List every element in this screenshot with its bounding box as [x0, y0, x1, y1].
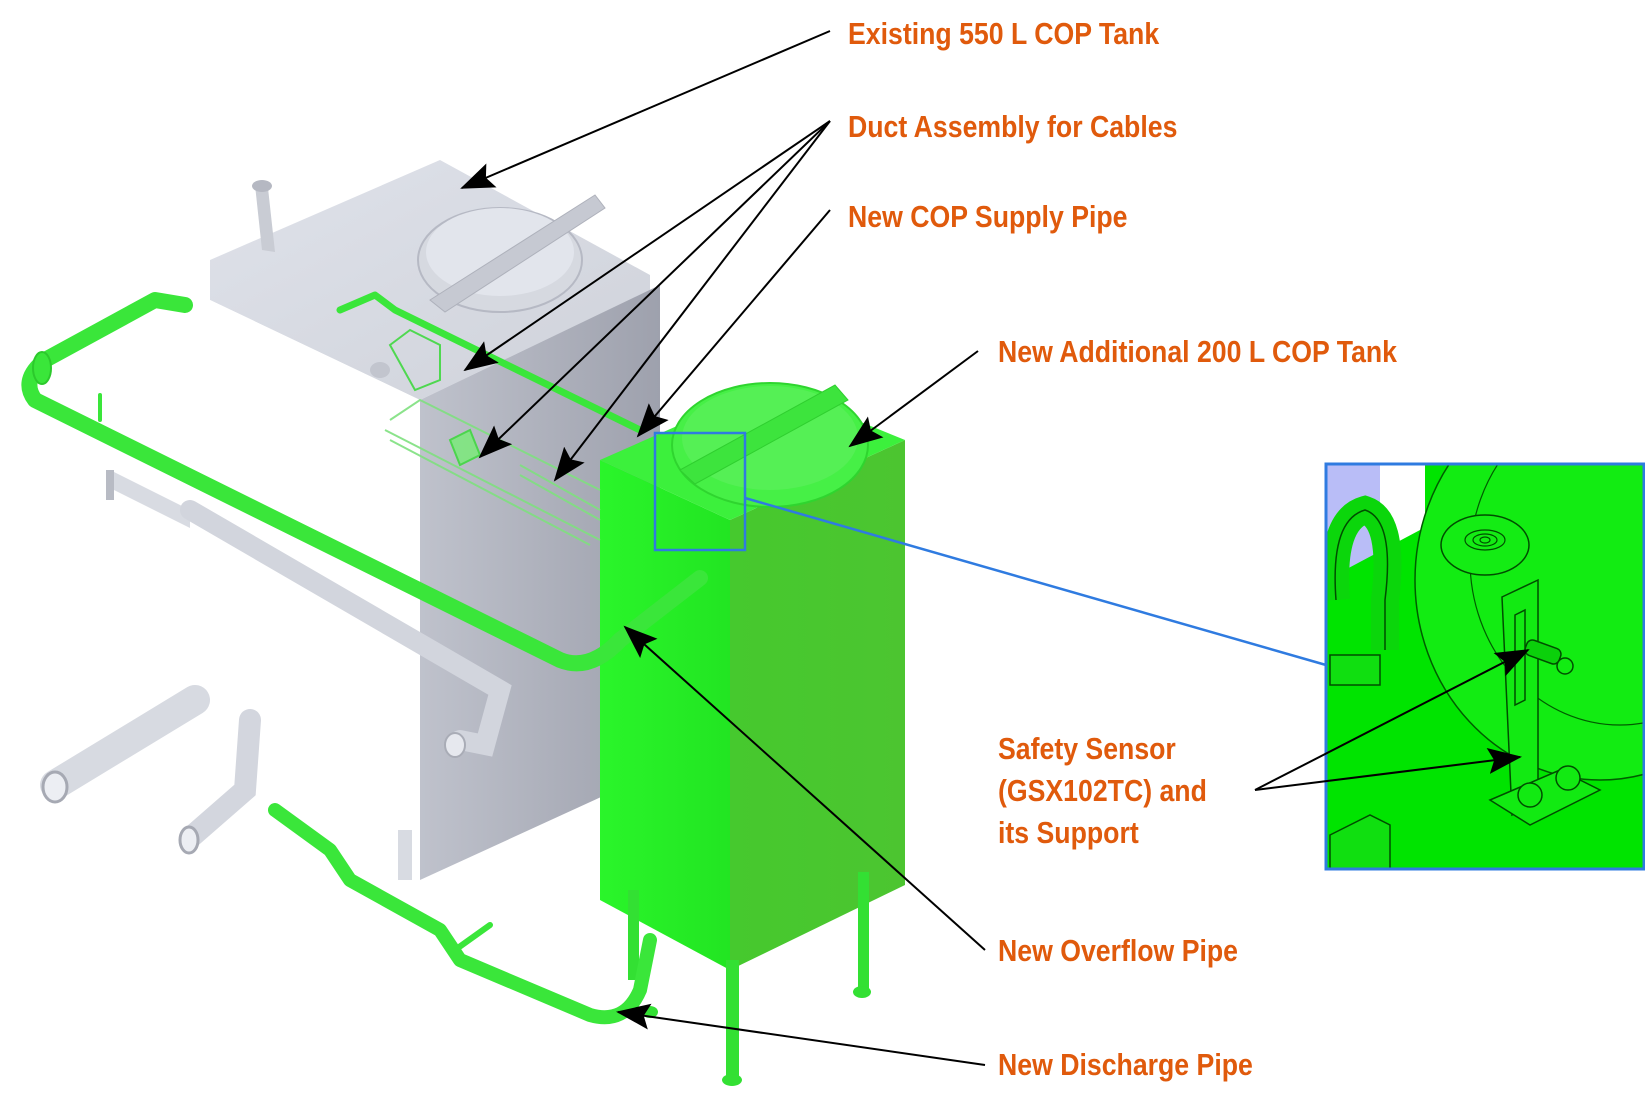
detail-inset: [1324, 462, 1645, 871]
callout-new-overflow-pipe: New Overflow Pipe: [998, 933, 1239, 968]
duct-assembly: [384, 328, 601, 546]
arrow-supply-pipe: [636, 209, 831, 438]
arrow-overflow-pipe: [623, 625, 986, 951]
lid-knob: [1440, 514, 1530, 576]
arrow-additional-tank: [848, 350, 979, 448]
detail-connector-line: [744, 496, 1327, 667]
arrow-existing-tank: [460, 30, 831, 189]
arrow-safety-sensor: [1254, 649, 1530, 791]
callout-safety-sensor: Safety Sensor (GSX102TC) and its Support: [998, 728, 1207, 854]
detail-inset-border: [1324, 462, 1645, 871]
arrow-discharge-pipe: [616, 1003, 986, 1066]
new-tank-side-face: [730, 440, 905, 970]
callout-duct-assembly: Duct Assembly for Cables: [848, 109, 1178, 144]
callout-arrows: [460, 30, 1530, 1066]
new-tank-legs: [628, 872, 871, 1086]
callout-new-discharge-pipe: New Discharge Pipe: [998, 1047, 1253, 1082]
callout-new-200l-tank: New Additional 200 L COP Tank: [998, 334, 1398, 369]
callout-existing-550l-tank: Existing 550 L COP Tank: [848, 16, 1160, 51]
arrow-sensor-support: [1254, 748, 1522, 791]
new-200l-tank: [600, 382, 905, 1086]
callout-safety-sensor-line-1: Safety Sensor: [998, 731, 1176, 766]
callout-safety-sensor-line-2: (GSX102TC) and: [998, 773, 1207, 808]
arrow-duct-3: [553, 120, 831, 482]
detail-highlight-box: [653, 431, 747, 552]
arrow-duct-1: [463, 120, 831, 372]
existing-550l-tank: [40, 160, 660, 880]
arrow-duct-2: [478, 120, 831, 459]
new-tank-lid-hinge-bar: [679, 384, 849, 485]
existing-tank-lid-hinge-bar: [429, 194, 606, 313]
new-supply-pipe-path: [336, 291, 644, 434]
safety-sensor-gsx102tc: [1524, 639, 1574, 675]
callout-safety-sensor-line-3: its Support: [998, 815, 1139, 850]
new-pipes: [21, 291, 708, 1025]
new-tank-front-face: [600, 460, 730, 970]
new-discharge-pipe-path: [268, 803, 657, 1025]
callout-new-cop-supply-pipe: New COP Supply Pipe: [848, 199, 1128, 234]
